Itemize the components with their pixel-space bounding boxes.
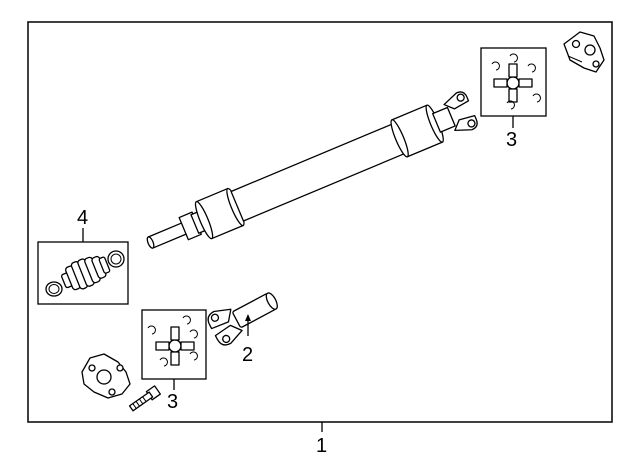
- ujoint-kit-front[interactable]: [141, 309, 207, 390]
- front-flange-bracket[interactable]: [81, 353, 131, 399]
- callout-assembly: 1: [316, 435, 327, 457]
- assembly-frame: [27, 21, 613, 423]
- rear-flange-bracket[interactable]: [563, 31, 605, 73]
- boot-kit[interactable]: [37, 228, 129, 305]
- drive-shaft[interactable]: [141, 90, 480, 262]
- slip-yoke[interactable]: [205, 283, 284, 348]
- callout-yoke: 2: [242, 344, 253, 366]
- ujoint-kit-rear[interactable]: [480, 47, 547, 128]
- bolt[interactable]: [128, 385, 161, 413]
- clip-icon: [491, 61, 500, 71]
- ujoint-cross-icon: [155, 326, 195, 366]
- callout-ujoint-front: 3: [167, 391, 178, 413]
- clamp-ring-icon: [45, 281, 63, 297]
- callout-boot-kit: 4: [77, 207, 88, 229]
- callout-ujoint-rear: 3: [506, 129, 517, 151]
- ujoint-cross-icon: [493, 63, 533, 103]
- boot-bellows-icon: [61, 255, 111, 291]
- clip-icon: [147, 325, 156, 335]
